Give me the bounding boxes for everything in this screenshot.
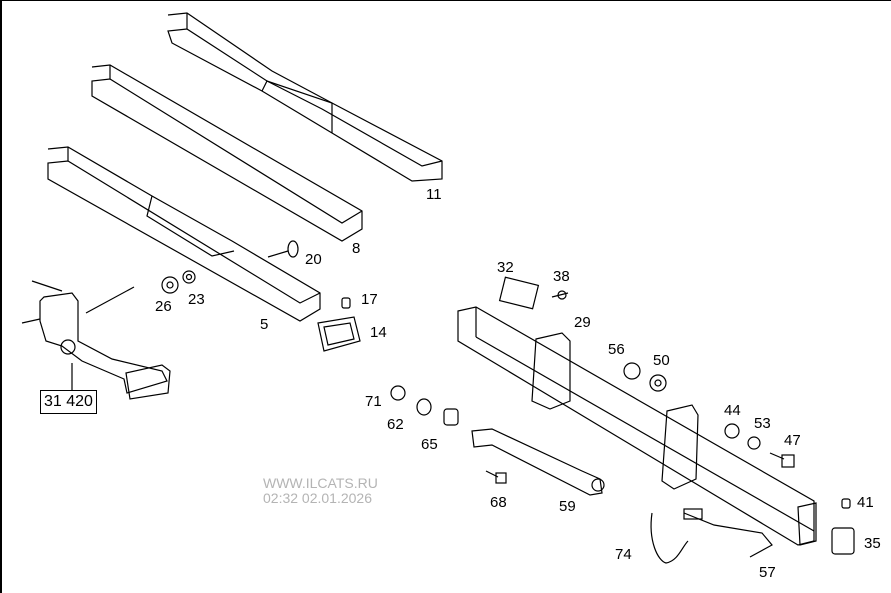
watermark: WWW.ILCATS.RU 02:32 02.01.2026 [263,476,378,505]
label-17: 17 [361,291,378,308]
label-38: 38 [553,268,570,285]
label-35: 35 [864,535,881,552]
chain-74 [650,512,689,564]
washer-23 [182,270,196,284]
label-11: 11 [426,186,442,203]
crossmember-5 [47,146,321,322]
label-56: 56 [608,341,625,358]
label-71: 71 [365,393,382,410]
label-20: 20 [305,251,322,268]
label-74: 74 [615,546,632,563]
watermark-site: WWW.ILCATS.RU [263,475,378,491]
bushing-65 [443,408,459,426]
strut-59 [471,428,605,496]
nut-56 [623,362,641,380]
label-41: 41 [857,494,874,511]
bolt-20 [267,240,299,258]
cap-17 [341,297,351,309]
label-32: 32 [497,259,514,276]
label-29: 29 [574,314,591,331]
bolt-47 [769,452,795,468]
nut-26 [161,276,179,294]
label-23: 23 [188,291,205,308]
bolt-68 [485,470,507,484]
label-65: 65 [421,436,438,453]
label-59: 59 [559,498,576,515]
nut-44 [724,423,740,439]
watermark-timestamp: 02:32 02.01.2026 [263,489,372,506]
washer-50 [649,374,667,392]
cable-57 [683,508,773,558]
label-57: 57 [759,564,776,581]
label-68: 68 [490,494,507,511]
label-47: 47 [784,432,801,449]
nut-71 [390,385,406,401]
label-62: 62 [387,416,404,433]
bushing-62 [416,398,432,416]
label-50: 50 [653,352,670,369]
crossmember-8 [91,64,363,242]
pad-14 [317,316,361,352]
label-53: 53 [754,415,771,432]
label-26: 26 [155,298,172,315]
label-14: 14 [370,324,387,341]
cap-35 [831,527,855,555]
washer-53 [747,436,761,450]
crossmember-11 [167,12,443,182]
label-5: 5 [260,316,269,333]
cap-41 [841,498,851,509]
label-8: 8 [352,240,361,257]
tow-bar-frame [457,276,817,546]
assembly-reference-link[interactable]: 31 420 [40,390,97,414]
label-44: 44 [724,402,741,419]
assembly-31420 [21,280,171,400]
